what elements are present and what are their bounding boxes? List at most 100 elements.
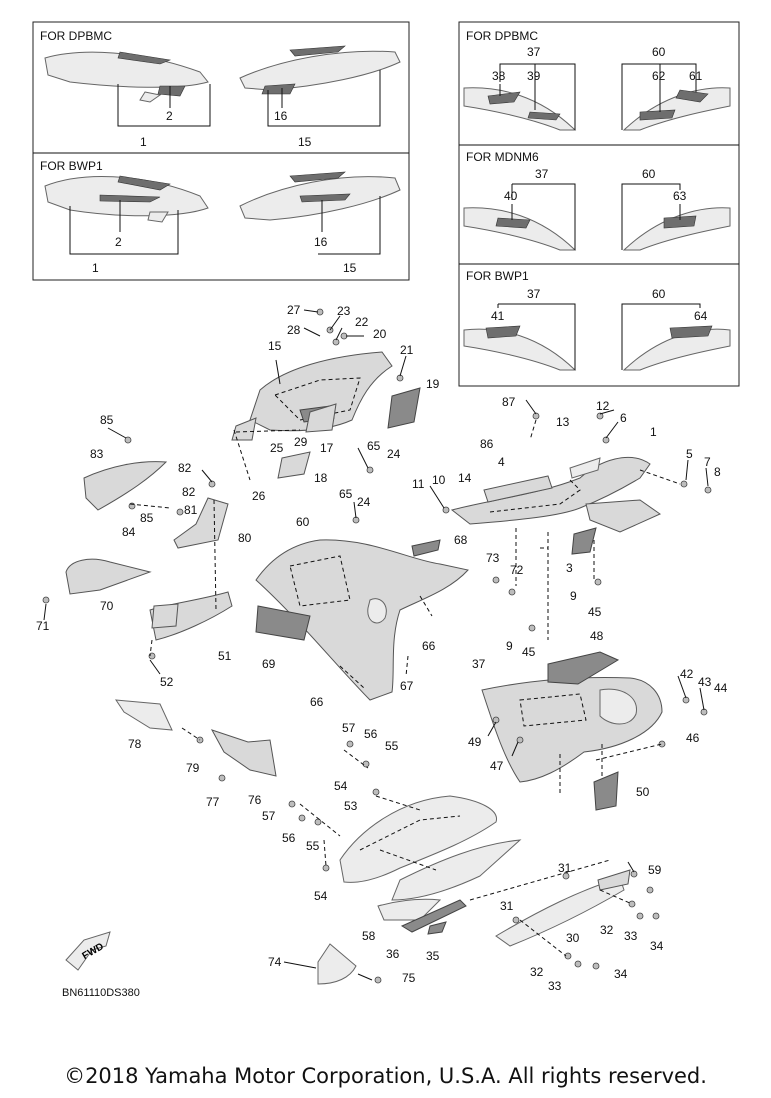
callout-83: 83 — [90, 447, 104, 461]
callout-71: 71 — [36, 619, 50, 633]
callout-64: 64 — [694, 309, 708, 323]
callout-28: 28 — [287, 323, 301, 337]
callout-14: 14 — [458, 471, 472, 485]
callout-76: 76 — [248, 793, 262, 807]
callout-75: 75 — [402, 971, 416, 985]
callout-1-bwp1: 1 — [92, 261, 99, 275]
callout-4: 4 — [498, 455, 505, 469]
diagram-code: BN61110DS380 — [62, 987, 140, 999]
callout-37-main: 37 — [472, 657, 486, 671]
callout-47: 47 — [490, 759, 504, 773]
side-cowl-left-dpbmc — [44, 51, 209, 88]
callout-54: 54 — [334, 779, 348, 793]
cover-19 — [387, 387, 421, 429]
cover-48 — [547, 651, 620, 685]
callout-24: 24 — [387, 447, 401, 461]
callout-65: 65 — [367, 439, 381, 453]
callout-15-bwp1: 15 — [343, 261, 357, 275]
callout-2-bwp1: 2 — [115, 235, 122, 249]
callout-35: 35 — [426, 949, 440, 963]
callout-87: 87 — [502, 395, 516, 409]
callout-48: 48 — [590, 629, 604, 643]
inset-box-right: FOR DPBMC FOR MDNM6 FOR BWP1 37 38 39 60… — [458, 21, 740, 387]
panel-17 — [305, 403, 337, 433]
upper-cowl-15 — [249, 351, 393, 432]
callout-10: 10 — [432, 473, 446, 487]
panel-53 — [339, 795, 497, 883]
callout-72: 72 — [510, 563, 524, 577]
callout-79: 79 — [186, 761, 200, 775]
callout-70: 70 — [100, 599, 114, 613]
panel-18 — [277, 451, 311, 479]
callout-57b: 57 — [262, 809, 276, 823]
callout-5: 5 — [686, 447, 693, 461]
callout-37-mdnm6: 37 — [535, 167, 549, 181]
callout-6: 6 — [620, 411, 627, 425]
callout-17: 17 — [320, 441, 334, 455]
callout-57: 57 — [342, 721, 356, 735]
panel-78 — [115, 699, 173, 731]
callout-82: 82 — [178, 461, 192, 475]
callout-78: 78 — [128, 737, 142, 751]
callout-67: 67 — [400, 679, 414, 693]
under-cowl-right-mdnm6 — [622, 207, 731, 251]
inset-label-bwp1-right: FOR BWP1 — [466, 269, 529, 283]
callout-27: 27 — [287, 303, 301, 317]
panel-4 — [483, 475, 553, 503]
callout-33: 33 — [624, 929, 638, 943]
callout-15-main: 15 — [268, 339, 282, 353]
callout-22: 22 — [355, 315, 369, 329]
callout-8: 8 — [714, 465, 721, 479]
callout-20: 20 — [373, 327, 387, 341]
panel-35 — [427, 921, 447, 935]
callout-34: 34 — [650, 939, 664, 953]
callout-80: 80 — [238, 531, 252, 545]
callout-24b: 24 — [357, 495, 371, 509]
callout-7: 7 — [704, 455, 711, 469]
callout-23: 23 — [337, 304, 351, 318]
callout-37-dpbmc: 37 — [527, 45, 541, 59]
callout-73: 73 — [486, 551, 500, 565]
callout-60-bwp1: 60 — [652, 287, 666, 301]
side-cowl-right-dpbmc — [239, 50, 401, 91]
callout-54b: 54 — [314, 889, 328, 903]
callout-41: 41 — [491, 309, 505, 323]
callout-38: 38 — [492, 69, 506, 83]
callout-21: 21 — [400, 343, 414, 357]
panel-3 — [571, 527, 597, 555]
callout-32: 32 — [600, 923, 614, 937]
callout-9b: 9 — [506, 639, 513, 653]
panel-30 — [495, 877, 625, 947]
inset-label-dpbmc-left: FOR DPBMC — [40, 29, 112, 43]
copyright-notice: ©2018 Yamaha Motor Corporation, U.S.A. A… — [64, 1064, 707, 1088]
callout-30: 30 — [566, 931, 580, 945]
callout-69: 69 — [262, 657, 276, 671]
callout-50: 50 — [636, 785, 650, 799]
panel-69 — [255, 605, 311, 641]
callout-45: 45 — [588, 605, 602, 619]
callout-82b: 82 — [182, 485, 196, 499]
callout-26: 26 — [252, 489, 266, 503]
callout-45b: 45 — [522, 645, 536, 659]
callout-49: 49 — [468, 735, 482, 749]
callout-74: 74 — [268, 955, 282, 969]
callout-84: 84 — [122, 525, 136, 539]
panel-80 — [173, 497, 229, 549]
callout-52: 52 — [160, 675, 174, 689]
callout-55: 55 — [385, 739, 399, 753]
inset-box-left: FOR DPBMC FOR BWP1 2 1 16 15 2 1 1 — [32, 21, 410, 281]
callout-77: 77 — [206, 795, 220, 809]
callout-60-mdnm6: 60 — [642, 167, 656, 181]
callout-37-bwp1: 37 — [527, 287, 541, 301]
callout-25: 25 — [270, 441, 284, 455]
callout-39: 39 — [527, 69, 541, 83]
callout-61: 61 — [689, 69, 703, 83]
callout-12: 12 — [596, 399, 610, 413]
under-cowl-37 — [481, 677, 663, 783]
panel-36 — [400, 899, 467, 933]
callout-33b: 33 — [548, 979, 562, 993]
callout-56: 56 — [364, 727, 378, 741]
callout-1: 1 — [140, 135, 147, 149]
callout-31: 31 — [558, 861, 572, 875]
